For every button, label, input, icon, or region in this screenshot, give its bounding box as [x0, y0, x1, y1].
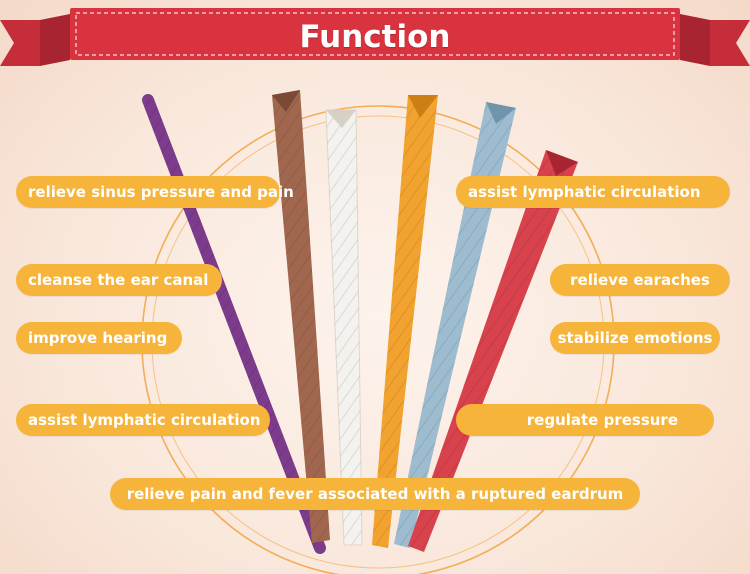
function-pill: relieve sinus pressure and pain [16, 176, 294, 208]
function-pill: improve hearing [16, 322, 182, 354]
page-title: Function [299, 19, 451, 55]
banner [0, 8, 750, 66]
candle-white [325, 109, 363, 546]
function-pill: assist lymphatic circulation [456, 176, 730, 208]
function-pill: cleanse the ear canal [16, 264, 222, 296]
candle-orange [372, 95, 438, 548]
candle-brown [272, 90, 330, 543]
candle-purple [142, 94, 326, 554]
candle-blue [394, 102, 516, 548]
candle-red [408, 150, 578, 552]
function-pill: relieve earaches [550, 264, 730, 296]
function-pill-wide: relieve pain and fever associated with a… [110, 478, 640, 510]
function-pill: regulate pressure [456, 404, 714, 436]
function-pill: assist lymphatic circulation [16, 404, 270, 436]
function-pill: stabilize emotions [550, 322, 720, 354]
